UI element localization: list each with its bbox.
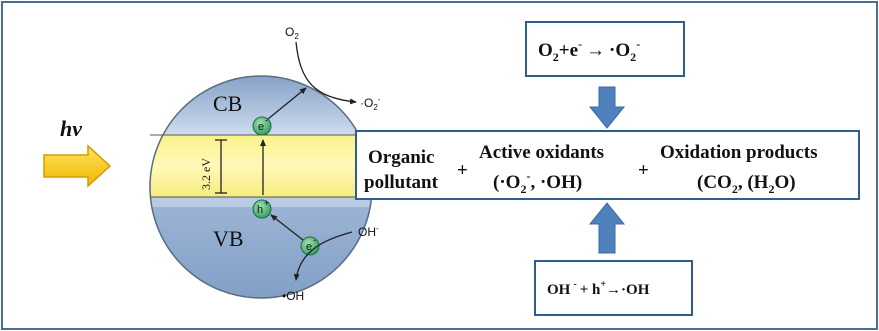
band-gap-value: 3.2 eV [199,158,213,190]
o2-label: O2 [285,25,299,41]
hole-vb-icon [252,199,272,219]
arrow-up-icon [588,202,626,254]
active-oxidants-line1: Active oxidants [479,142,604,163]
band-gap-region [150,135,372,197]
electron-cb-icon [252,116,272,136]
hole-oxidation-arrow [270,214,304,241]
o2-to-superoxide-arrow [295,41,357,105]
oxidation-products-line2: (CO2, (H2O) [697,172,796,196]
active-oxidants-line2: (·O2-, ·OH) [493,169,582,196]
process-box [355,130,860,200]
cb-label: CB [213,91,242,116]
reaction-bottom-box [534,260,693,316]
reaction-bottom-equation: OH-+ h+→·OH [547,279,650,298]
hole-vb-charge: + [264,198,269,208]
plus-sign-1: + [457,160,468,181]
electron-vb-charge: - [313,235,316,245]
arrow-down-icon [588,86,626,129]
hydroxide-label: OH- [358,224,379,239]
superoxide-label: ·O2- [360,95,381,112]
hole-vb-symbol: h [257,204,263,216]
electron-vb-symbol: e [306,241,312,253]
organic-pollutant-line1: Organic [368,147,435,168]
light-arrow [43,144,112,188]
reaction-top-box [525,21,685,77]
electron-vb-icon [300,236,320,256]
plus-sign-2: + [638,160,649,181]
light-label: hv [60,116,82,141]
electron-cb-symbol: e [258,121,264,133]
electron-cb-charge: - [265,115,268,125]
oxidation-products-line1: Oxidation products [660,142,818,163]
reduction-arrow [267,87,307,120]
organic-pollutant-line2: pollutant [364,172,439,193]
vb-label: VB [213,226,244,251]
oh-to-radical-arrow [293,231,353,281]
reaction-top-equation: O2+e-→·O2- [538,37,640,64]
hydroxyl-radical-label: •OH [282,289,304,303]
